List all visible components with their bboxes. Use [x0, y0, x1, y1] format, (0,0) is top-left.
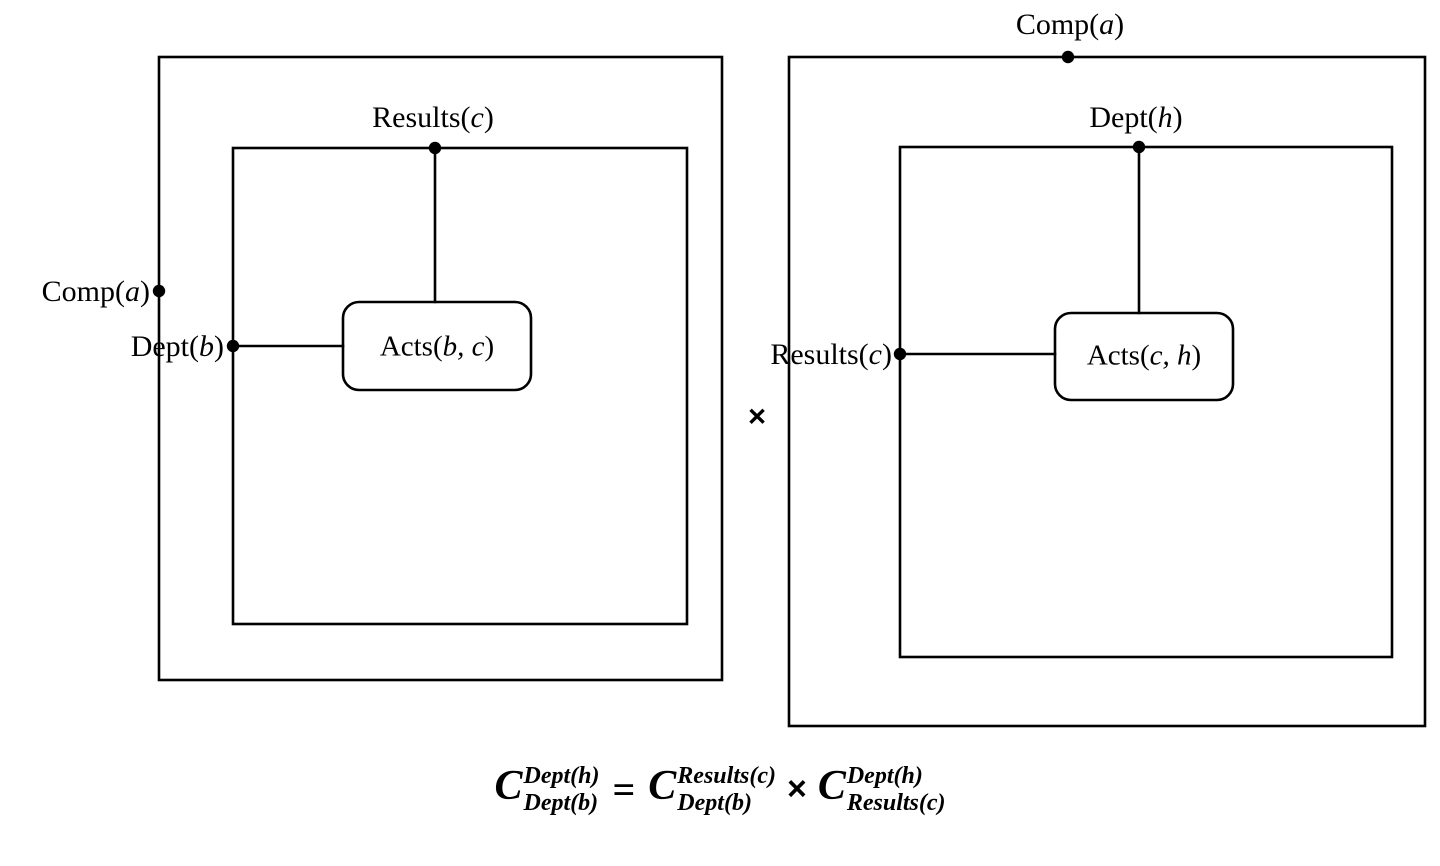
- left-label-results-c: Results(c): [372, 101, 494, 134]
- formula-lhs-superscript: Dept(h): [523, 763, 600, 790]
- right-label-dept-h: Dept(h): [1089, 101, 1183, 134]
- formula-rhs-second-subscript: Results(c): [846, 790, 946, 817]
- left-dot-comp-a: [152, 284, 166, 298]
- right-dot-comp-a: [1061, 50, 1075, 64]
- left-dot-dept-b: [226, 339, 240, 353]
- left-outer-box-comp-a: [157, 55, 724, 682]
- formula-rhs-first-scripts: Results(c)Dept(b): [677, 763, 776, 817]
- formula-rhs-second-superscript: Dept(h): [846, 763, 923, 790]
- left-dot-results-c: [428, 141, 442, 155]
- formula-rhs-first-superscript: Results(c): [677, 763, 776, 790]
- left-predicate-label-acts-b-c: Acts(b, c): [379, 330, 495, 363]
- right-dot-dept-h: [1132, 140, 1146, 154]
- formula-lhs-base: C: [494, 763, 523, 810]
- formula-multiply-sign: ×: [786, 770, 807, 809]
- right-dot-results-c: [893, 347, 907, 361]
- formula-rhs-second-base: C: [817, 763, 846, 810]
- formula-lhs-subscript: Dept(b): [523, 790, 599, 817]
- right-outer-box-comp-a: [787, 55, 1427, 728]
- right-label-comp-a: Comp(a): [1015, 8, 1125, 41]
- left-inner-box-results-c: [231, 146, 689, 626]
- right-predicate-label-acts-c-h: Acts(c, h): [1086, 339, 1202, 372]
- formula-rhs-first-subscript: Dept(b): [677, 790, 752, 817]
- formula-rhs-second-scripts: Dept(h)Results(c): [847, 763, 946, 817]
- formula-rhs-first-base: C: [648, 763, 677, 810]
- right-inner-box-dept-h: [898, 145, 1394, 659]
- left-label-comp-a: Comp(a): [41, 275, 150, 308]
- formula-lhs-scripts: Dept(h)Dept(b): [524, 763, 600, 817]
- left-predicate-box-acts-b-c: [341, 300, 533, 392]
- left-label-dept-b: Dept(b): [130, 330, 224, 363]
- multiplication-operator-icon: ×: [747, 398, 767, 434]
- formula-equals-sign: =: [612, 767, 636, 813]
- right-label-results-c: Results(c): [770, 338, 892, 371]
- right-predicate-box-acts-c-h: [1053, 311, 1235, 402]
